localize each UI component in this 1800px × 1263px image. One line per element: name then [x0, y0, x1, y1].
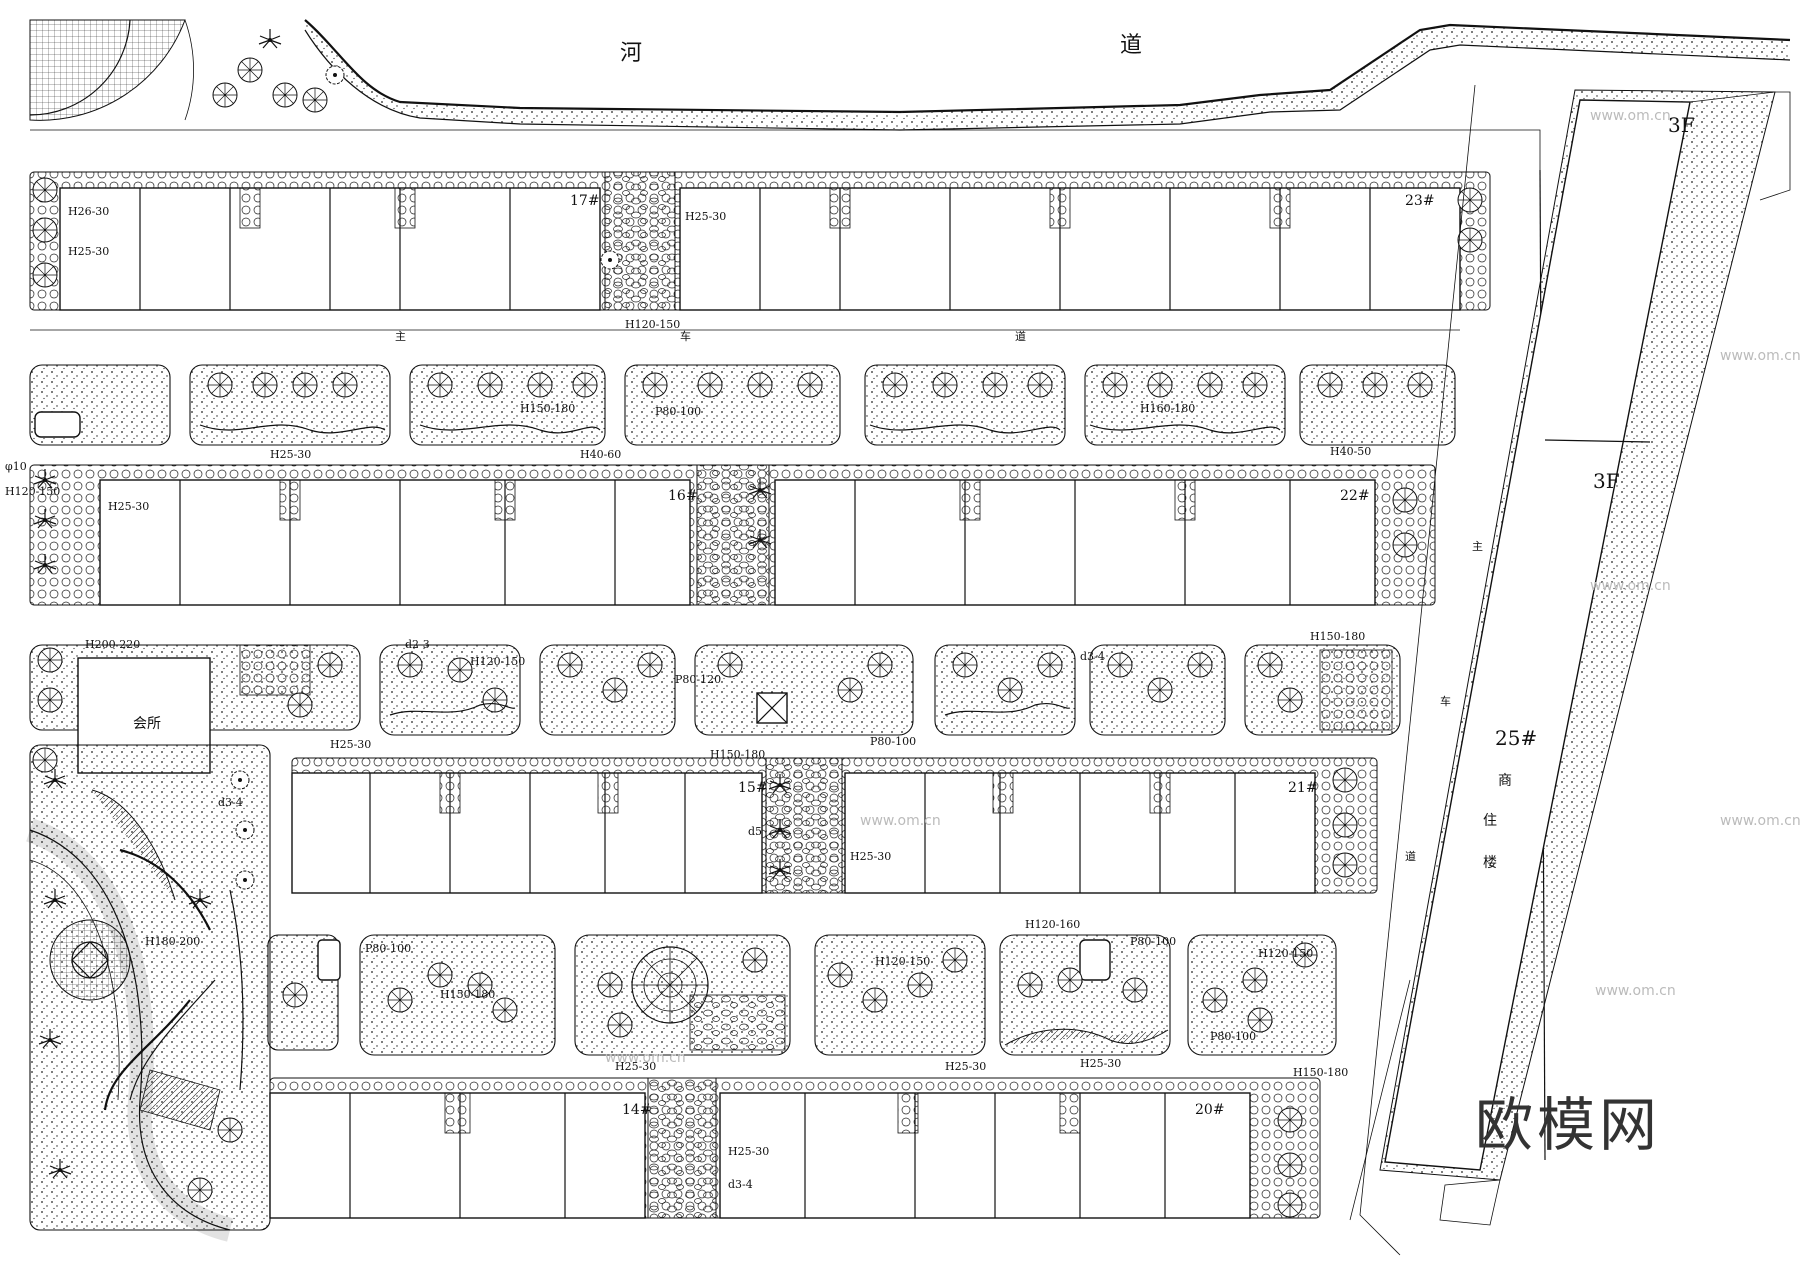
- plant-label-row2-2: H120-150: [5, 485, 60, 498]
- building-21-label: 21#: [1288, 780, 1318, 796]
- watermark-url-4: www.om.cn: [1720, 813, 1800, 829]
- building-row-1: [29, 171, 1491, 311]
- plant-label-row-a-1: H25-30: [270, 448, 311, 461]
- plant-label-row-b-1: H200-220: [85, 638, 140, 651]
- road-label-road: 道: [1015, 329, 1026, 343]
- river-embankment: [30, 19, 1791, 331]
- plant-label-west-2: d3-4: [218, 796, 243, 809]
- building-17-label: 17#: [570, 193, 600, 209]
- watermark-url-2: www.om.cn: [1720, 348, 1800, 364]
- building-row-4: [269, 1077, 1321, 1219]
- watermark-logo: 欧模网: [1475, 1091, 1661, 1159]
- east-road-label-1: 主: [1472, 540, 1483, 553]
- plant-label-row-b-7: H25-30: [330, 738, 371, 751]
- plant-label-row-c-6: H120-160: [1025, 918, 1080, 931]
- river-label-2: 道: [1120, 33, 1142, 58]
- commercial-floors-top: 3F: [1668, 113, 1695, 137]
- plant-label-row-c-9: H25-30: [1080, 1057, 1121, 1070]
- plant-label-row-c-10: P80-100: [1130, 935, 1176, 948]
- plant-label-row4-2: d3-4: [728, 1178, 753, 1191]
- road-label-main: 主: [395, 330, 406, 343]
- building-row-2: [29, 464, 1436, 606]
- plant-label-h120-150: H120-150: [625, 318, 680, 331]
- building-15-label: 15#: [738, 780, 768, 796]
- watermark-url-3: www.om.cn: [1590, 578, 1671, 594]
- watermark-url-1: www.om.cn: [1590, 108, 1671, 124]
- commercial-building-number: 25#: [1495, 726, 1537, 750]
- plant-label-row-c-2: H150-180: [440, 988, 495, 1001]
- plant-label-h25-30-b: H25-30: [685, 210, 726, 223]
- building-20-label: 20#: [1195, 1102, 1225, 1118]
- plant-label-row2-1: H25-30: [108, 500, 149, 513]
- plant-label-row-c-5: H25-30: [945, 1060, 986, 1073]
- building-14-label: 14#: [622, 1102, 652, 1118]
- plant-label-row-a-3: H40-50: [1330, 445, 1371, 458]
- corner-plaza: [29, 19, 345, 121]
- commercial-building-25: [1379, 89, 1791, 1226]
- plant-label-row-b-4: P80-120: [675, 673, 721, 686]
- plant-label-h26-30: H26-30: [68, 205, 109, 218]
- watermark-url-5: www.om.cn: [1595, 983, 1676, 999]
- commercial-char-3: 楼: [1483, 855, 1497, 871]
- east-road-label-2: 车: [1440, 694, 1451, 708]
- plant-label-row-c-3: H25-30: [615, 1060, 656, 1073]
- watermark-url-7: www.om.cn: [605, 1050, 686, 1066]
- plant-label-row-a-4: P80-100: [655, 405, 701, 418]
- plant-label-row-c-4: H120-150: [875, 955, 930, 968]
- plant-label-row-b-6: H150-180: [1310, 630, 1365, 643]
- plant-label-row-a-2: H40-60: [580, 448, 621, 461]
- plant-label-row-a-6: H150-180: [520, 402, 575, 415]
- building-22-label: 22#: [1340, 488, 1370, 504]
- plant-label-row-c-8: P80-100: [1210, 1030, 1256, 1043]
- plant-label-row-b-3: H120-150: [470, 655, 525, 668]
- garden-row-c: [267, 934, 1337, 1056]
- garden-row-a: [29, 364, 1456, 446]
- building-row-3: [291, 757, 1378, 894]
- watermark-url-6: www.om.cn: [860, 813, 941, 829]
- plant-label-row-c-7: H120-150: [1258, 947, 1313, 960]
- building-23-label: 23#: [1405, 193, 1435, 209]
- plant-label-row-b-2: d2-3: [405, 638, 430, 651]
- plant-label-row4-1: H25-30: [728, 1145, 769, 1158]
- plant-label-row-b-8: d3-4: [1080, 650, 1105, 663]
- west-feature-garden: [25, 744, 271, 1242]
- plant-label-row3-1: H150-180: [710, 748, 765, 761]
- plant-label-h25-30: H25-30: [68, 245, 109, 258]
- plant-label-row4-3: H150-180: [1293, 1066, 1348, 1079]
- plant-label-row2-3: φ10: [5, 460, 27, 473]
- plant-label-row3-2: H25-30: [850, 850, 891, 863]
- plant-label-row-b-5: P80-100: [870, 735, 916, 748]
- commercial-char-1: 商: [1498, 773, 1512, 789]
- plant-label-row-a-5: H160-180: [1140, 402, 1195, 415]
- watermark-urls: www.om.cn www.om.cn www.om.cn www.om.cn …: [605, 108, 1800, 1066]
- east-road-label-3: 道: [1405, 849, 1416, 863]
- clubhouse-label: 会所: [133, 716, 161, 732]
- plant-label-west-1: H180-200: [145, 935, 200, 948]
- garden-row-b: [29, 644, 1401, 774]
- river-label-1: 河: [620, 41, 642, 66]
- road-label-car: 车: [680, 329, 691, 343]
- commercial-floors-mid: 3F: [1593, 469, 1620, 493]
- plant-label-row-c-1: P80-100: [365, 942, 411, 955]
- commercial-char-2: 住: [1483, 813, 1497, 829]
- plant-label-row3-3: d5: [748, 825, 762, 838]
- building-16-label: 16#: [668, 488, 698, 504]
